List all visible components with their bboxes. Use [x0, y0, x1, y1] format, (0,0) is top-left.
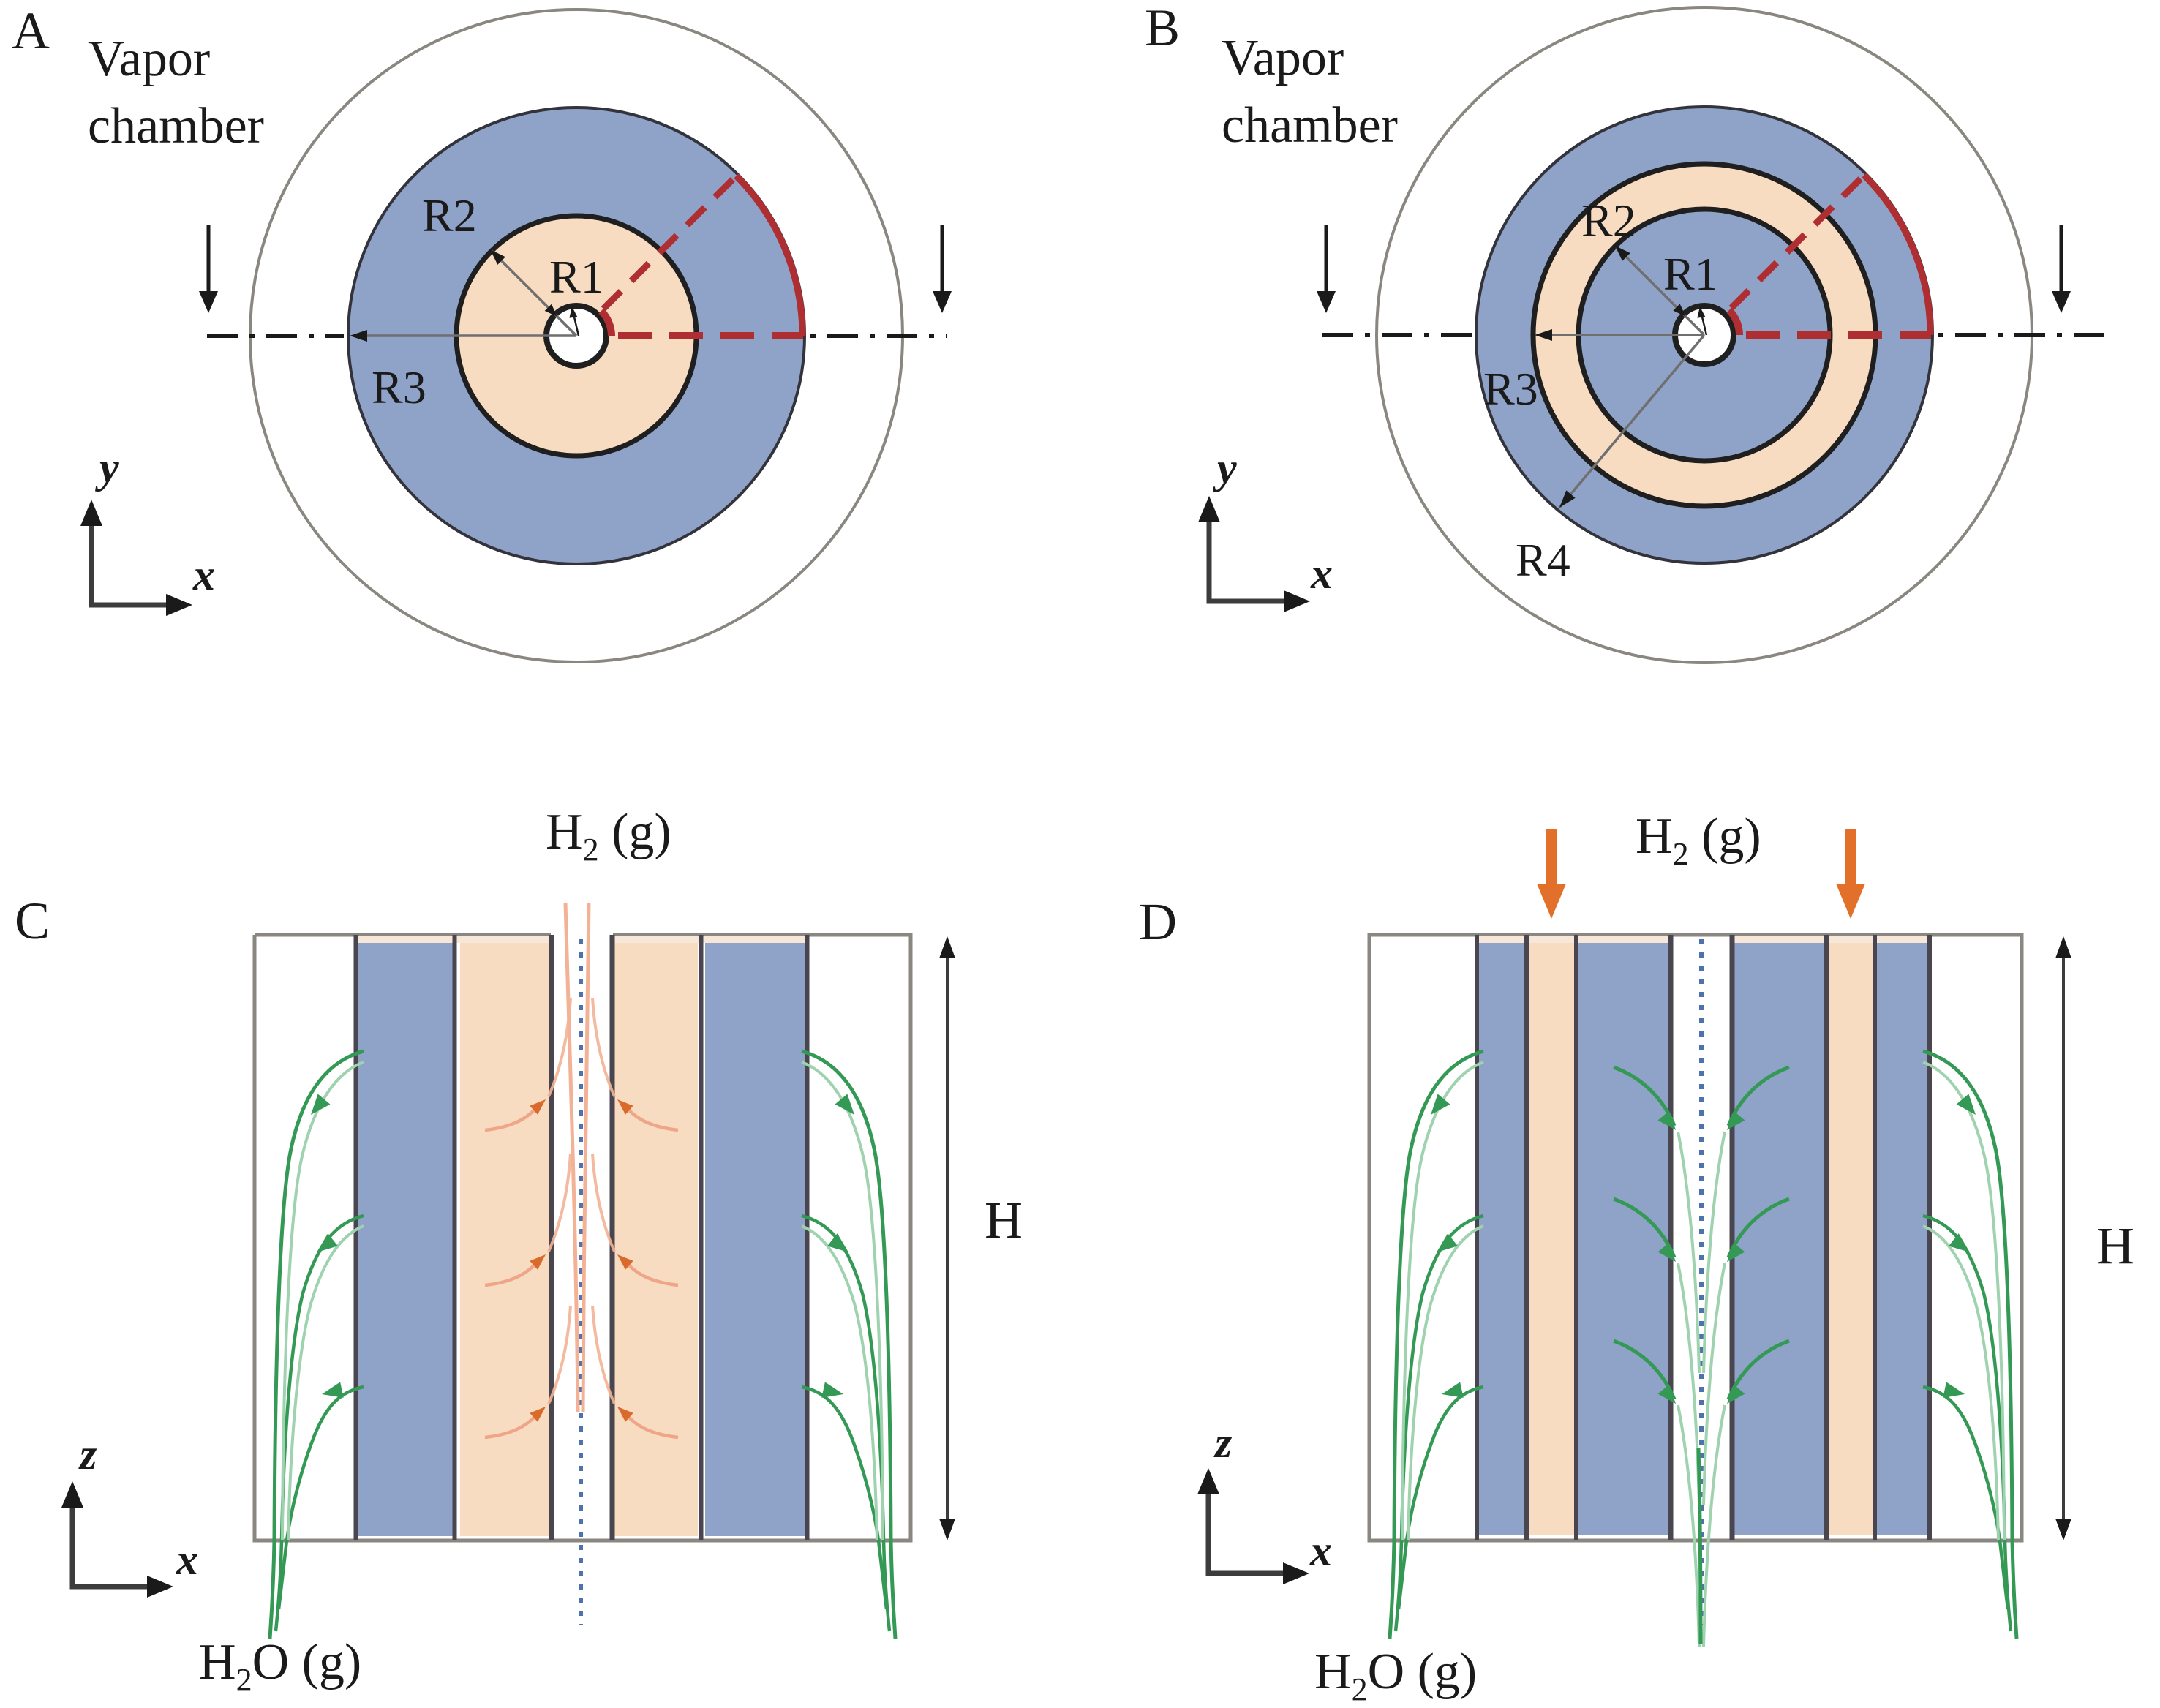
svg-text:x: x	[176, 1535, 198, 1584]
svg-text:C: C	[15, 892, 50, 950]
svg-text:R2: R2	[1581, 195, 1636, 247]
svg-text:R1: R1	[549, 251, 604, 303]
svg-text:R3: R3	[372, 361, 426, 413]
svg-text:H2O (g): H2O (g)	[1314, 1644, 1477, 1704]
svg-text:R4: R4	[1516, 534, 1570, 586]
svg-text:R1: R1	[1663, 248, 1718, 300]
svg-text:D: D	[1139, 892, 1177, 951]
svg-text:H2 (g): H2 (g)	[546, 804, 671, 868]
svg-text:chamber: chamber	[1222, 97, 1398, 154]
svg-text:x: x	[1309, 1527, 1332, 1575]
svg-text:A: A	[12, 1, 50, 60]
svg-text:z: z	[1213, 1418, 1233, 1467]
svg-text:H2O (g): H2O (g)	[199, 1634, 361, 1698]
svg-text:H: H	[2096, 1216, 2134, 1275]
svg-text:y: y	[1213, 444, 1237, 492]
svg-text:x: x	[1310, 549, 1333, 598]
svg-text:B: B	[1145, 0, 1180, 57]
svg-text:x: x	[192, 551, 215, 599]
svg-text:y: y	[95, 443, 119, 492]
svg-text:R2: R2	[422, 189, 477, 241]
svg-text:H2 (g): H2 (g)	[1636, 808, 1761, 872]
svg-text:Vapor: Vapor	[1222, 30, 1344, 86]
svg-text:H: H	[985, 1191, 1023, 1249]
svg-text:R3: R3	[1483, 363, 1538, 415]
svg-text:z: z	[78, 1430, 97, 1478]
svg-text:chamber: chamber	[88, 98, 264, 154]
svg-text:Vapor: Vapor	[88, 31, 210, 87]
